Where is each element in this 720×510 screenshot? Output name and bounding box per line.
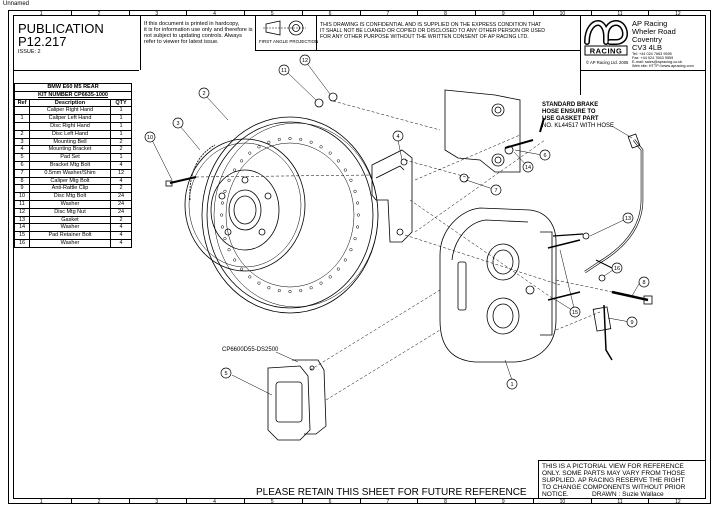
- publication-title: PUBLICATION: [18, 21, 104, 36]
- callout-6: 6: [539, 149, 551, 161]
- callout-label: 16: [614, 266, 620, 272]
- top-zone-number: 7: [386, 11, 390, 17]
- adaptor-plate: [444, 89, 521, 173]
- callout-label: 1: [510, 382, 513, 388]
- callout-label: 15: [572, 310, 578, 316]
- callout-11: 11: [278, 64, 290, 76]
- bolts: [165, 92, 653, 361]
- mounting-bell: [184, 138, 306, 272]
- callout-10: 10: [144, 131, 156, 143]
- callout-label: 8: [642, 280, 645, 286]
- bottom-zone-number: 12: [675, 499, 681, 505]
- top-zone-number: 4: [213, 11, 216, 17]
- top-zone-number: 1: [39, 11, 43, 17]
- drawn-by: DRAWN : Suzie Wallace: [592, 491, 664, 498]
- inner-frame: [13, 15, 706, 499]
- ap-racing-logo: RACING: [584, 20, 628, 56]
- top-zone-number: 10: [559, 11, 566, 17]
- svg-text:RACING: RACING: [590, 47, 623, 56]
- callout-label: 10: [147, 135, 153, 141]
- bottom-zone-number: 11: [617, 499, 623, 505]
- brake-pad-set: [267, 359, 327, 441]
- top-zone-number: 2: [97, 11, 101, 17]
- top-zone-number: 5: [270, 11, 274, 17]
- callout-label: 14: [525, 165, 531, 171]
- callout-2: 2: [198, 87, 210, 99]
- parts-list-table: BMW E60 M5 REAR KIT NUMBER CP6635-1000 R…: [14, 83, 132, 248]
- bottom-zone-number: 6: [328, 499, 332, 505]
- copyright: © AP Racing Ltd. 2005: [586, 60, 629, 65]
- callout-12: 12: [299, 54, 311, 66]
- brake-disc: [201, 116, 379, 314]
- issue-label: ISSUE: 2: [18, 49, 41, 55]
- bottom-zone-number: 2: [97, 499, 101, 505]
- bottom-zone-number: 10: [559, 499, 566, 505]
- bottom-zone-number: 5: [270, 499, 274, 505]
- top-zone-number: 9: [501, 11, 505, 17]
- top-zone-number: 8: [444, 11, 447, 17]
- callout-1: 1: [506, 378, 518, 390]
- callout-16: 16: [611, 262, 623, 274]
- callout-label: 6: [543, 153, 546, 159]
- bottom-zone-number: 3: [155, 499, 159, 505]
- callout-label: 12: [302, 58, 308, 64]
- callout-label: 5: [224, 371, 227, 377]
- callout-14: 14: [522, 161, 534, 173]
- pad-part-number: CP6600D55-DS2500: [222, 347, 279, 353]
- bottom-zone-number: 7: [386, 499, 390, 505]
- callout-4: 4: [392, 130, 404, 142]
- projection-label: FIRST ANGLE PROJECTION: [259, 39, 319, 44]
- publication-number: P12.217: [18, 34, 67, 49]
- part-qty: 4: [110, 238, 132, 248]
- top-zone-number: 11: [617, 11, 623, 17]
- mounting-bracket: [371, 149, 413, 243]
- callout-13: 13: [622, 212, 634, 224]
- callout-9: 9: [626, 316, 638, 328]
- callout-label: 7: [494, 188, 497, 194]
- retain-notice: PLEASE RETAIN THIS SHEET FOR FUTURE REFE…: [256, 487, 527, 498]
- top-zone-number: 3: [155, 11, 159, 17]
- brake-hose: [584, 133, 644, 274]
- callout-label: 3: [176, 121, 179, 127]
- callout-label: 2: [202, 91, 205, 97]
- brake-caliper: [439, 207, 557, 363]
- bottom-zone-number: 4: [213, 499, 216, 505]
- callout-label: 9: [630, 320, 633, 326]
- bottom-zone-number: 9: [501, 499, 505, 505]
- assembly-centre-lines: [195, 100, 613, 401]
- first-angle-projection-symbol: [263, 20, 306, 36]
- window-title: Unnamed: [3, 1, 30, 7]
- callout-3: 3: [172, 117, 184, 129]
- callout-label: 11: [281, 68, 287, 74]
- bottom-zone-number: 1: [39, 499, 43, 505]
- callout-label: 4: [396, 134, 399, 140]
- callout-leaders: [151, 61, 641, 396]
- callout-5: 5: [220, 367, 232, 379]
- bottom-zone-number: 8: [444, 499, 447, 505]
- callout-15: 15: [569, 306, 581, 318]
- top-zone-number: 12: [675, 11, 681, 17]
- callout-label: 13: [625, 216, 631, 222]
- callout-8: 8: [638, 276, 650, 288]
- top-zone-number: 6: [328, 11, 332, 17]
- callout-7: 7: [490, 184, 502, 196]
